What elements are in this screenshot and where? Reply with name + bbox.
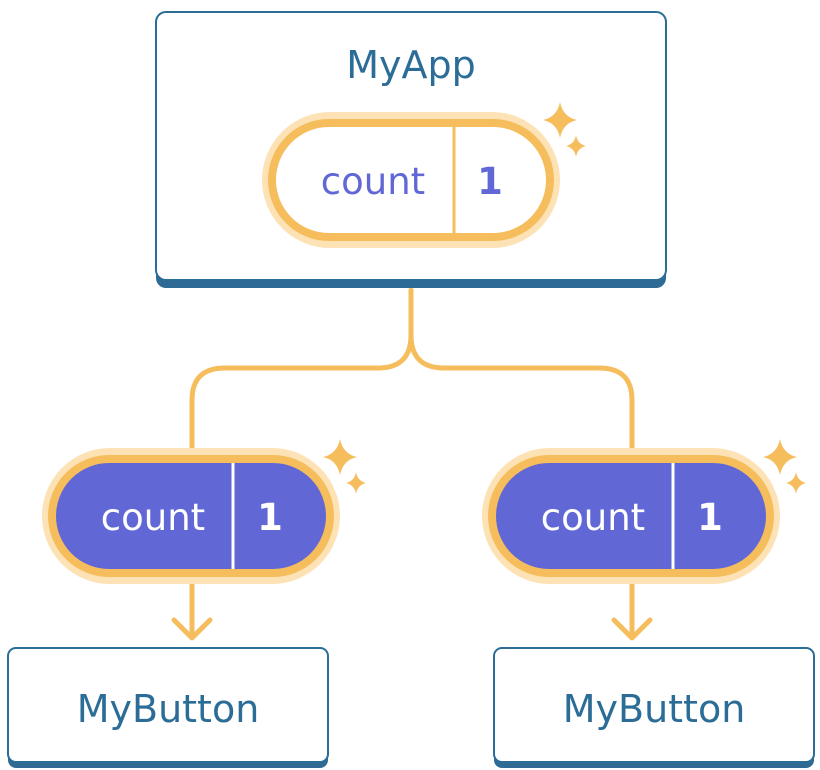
right-prop-pill: count 1: [482, 448, 780, 584]
right-mybutton-component: MyButton: [493, 647, 815, 768]
left-mybutton-component: MyButton: [7, 647, 329, 768]
left-prop-pill: count 1: [42, 448, 340, 584]
right-prop-label: count: [541, 496, 645, 539]
myapp-state-label: count: [321, 160, 425, 203]
arrow-left: [171, 577, 213, 641]
right-mybutton-title: MyButton: [563, 687, 746, 731]
myapp-title: MyApp: [346, 43, 476, 87]
myapp-state-value: 1: [477, 160, 503, 203]
right-prop-value: 1: [697, 496, 723, 539]
left-mybutton-title: MyButton: [77, 687, 260, 731]
tree-connectors: [171, 287, 653, 641]
sparkle-icon: [323, 439, 366, 494]
myapp-state-pill: count 1: [262, 112, 560, 248]
left-prop-value: 1: [257, 496, 283, 539]
connector-right-branch: [408, 332, 635, 451]
sparkle-icon: [763, 439, 806, 494]
connector-trunk: [189, 287, 414, 451]
left-prop-label: count: [101, 496, 205, 539]
sparkle-icon: [543, 102, 586, 157]
arrow-right: [611, 577, 653, 641]
